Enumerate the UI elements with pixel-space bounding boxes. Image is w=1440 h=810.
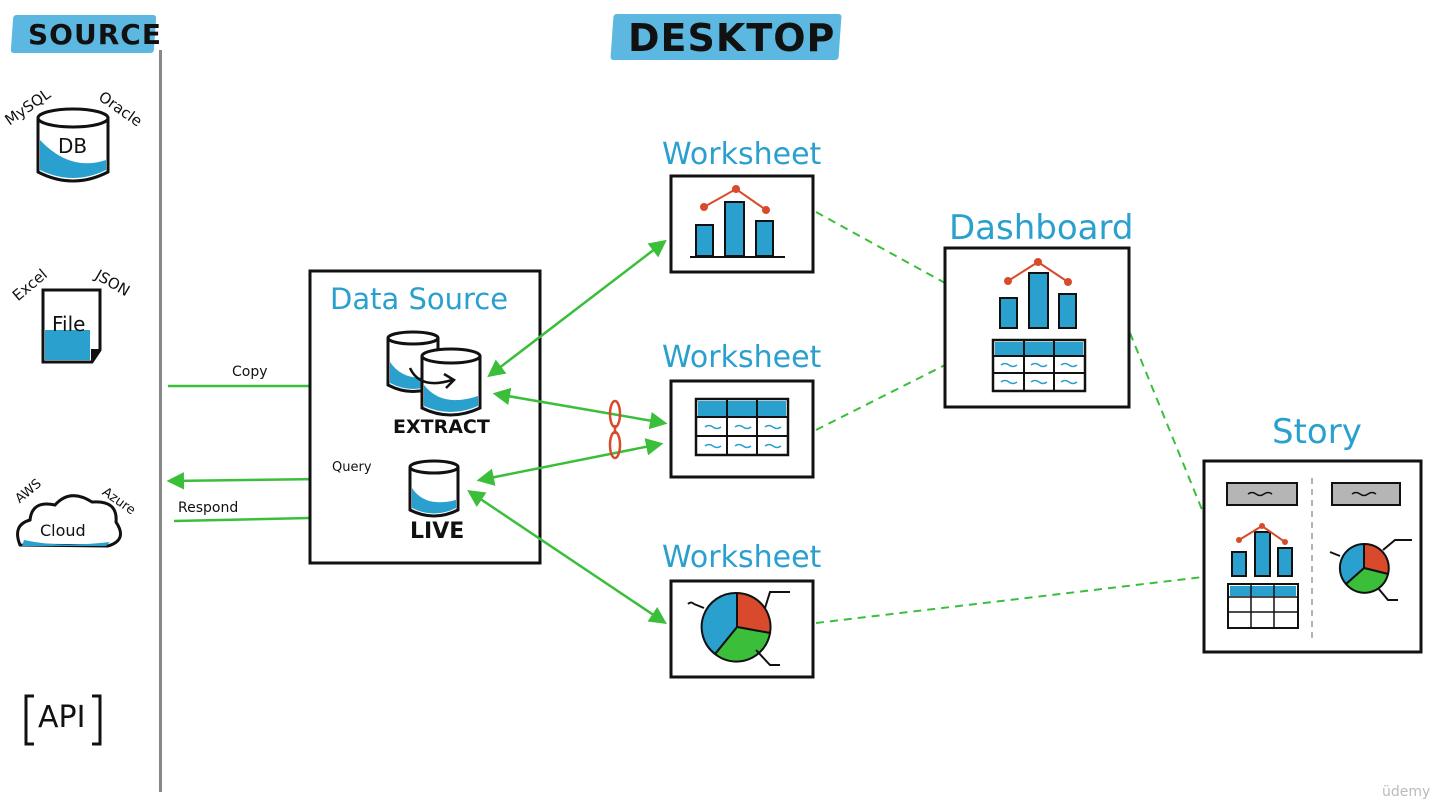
- watermark-logo: üdemy: [1382, 784, 1431, 800]
- dashboard-title: Dashboard: [949, 208, 1134, 248]
- copy-label: Copy: [232, 364, 268, 380]
- cloud-icon: [16, 494, 122, 548]
- relationship-link-icon: [608, 399, 622, 460]
- live-worksheet3-arrow: [467, 490, 667, 624]
- data-source-title: Data Source: [330, 282, 509, 316]
- worksheet3-title: Worksheet: [662, 540, 822, 575]
- worksheet3-story-link: [815, 576, 1204, 624]
- dashboard-bar-chart-icon: [999, 258, 1077, 329]
- extract-worksheet1-arrow: [487, 239, 667, 378]
- story-title: Story: [1272, 412, 1362, 452]
- story-table-icon: [1227, 583, 1299, 629]
- extract-label: EXTRACT: [393, 416, 490, 438]
- respond-label: Respond: [178, 500, 239, 516]
- file-page-icon: [41, 288, 102, 364]
- story-caption-right-icon: [1331, 482, 1401, 506]
- dashboard-story-link: [1129, 332, 1206, 518]
- story-bar-chart-icon: [1231, 523, 1293, 577]
- worksheet1-dashboard-link: [815, 211, 946, 284]
- api-label: API: [38, 700, 86, 735]
- live-worksheet2-arrow: [476, 438, 664, 486]
- extract-worksheet2-arrow: [492, 387, 668, 430]
- desktop-header: DESKTOP: [628, 16, 836, 60]
- worksheet2-table-icon: [694, 397, 790, 457]
- worksheet1-title: Worksheet: [662, 137, 822, 172]
- live-label: LIVE: [410, 519, 465, 544]
- worksheet3-pie-chart-icon: [687, 591, 790, 666]
- section-divider: [159, 50, 162, 792]
- db-cylinder-icon: [36, 107, 110, 183]
- worksheet1-bar-chart-icon: [690, 185, 785, 258]
- live-cylinder-icon: [408, 459, 460, 518]
- api-brackets-icon: [24, 694, 102, 746]
- file-label: File: [52, 312, 86, 336]
- query-label: Query: [332, 460, 372, 475]
- cloud-label: Cloud: [40, 521, 86, 540]
- db-label: DB: [58, 134, 88, 158]
- story-caption-left-icon: [1226, 482, 1298, 506]
- worksheet2-dashboard-link: [815, 364, 946, 431]
- story-pie-chart-icon: [1329, 539, 1412, 601]
- worksheet2-title: Worksheet: [662, 340, 822, 375]
- dashboard-table-icon: [991, 338, 1087, 393]
- extract-cylinders-icon: [386, 330, 482, 417]
- source-header: SOURCE: [28, 18, 162, 51]
